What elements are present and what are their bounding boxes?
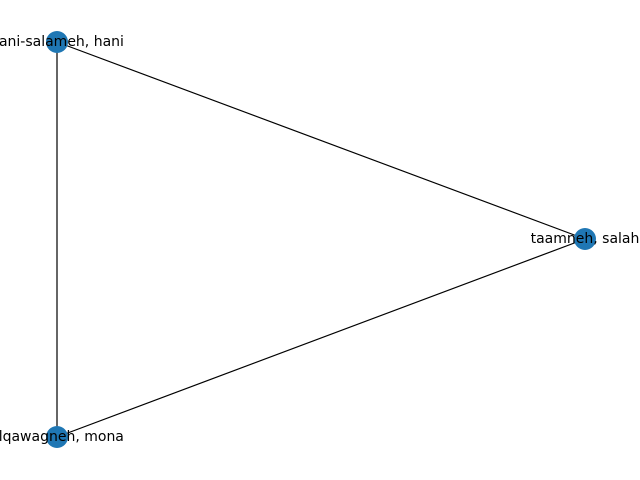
- node-label-n1: bani-salameh, hani: [0, 34, 124, 50]
- node-n1: [46, 31, 68, 53]
- node-n3: [46, 426, 68, 448]
- edge-n2-n3: [56, 238, 586, 438]
- node-label-n3: alqawagneh, mona: [0, 429, 124, 445]
- node-label-n2: taamneh, salah: [531, 231, 640, 247]
- nodes-layer: [46, 31, 596, 448]
- node-n2: [574, 228, 596, 250]
- edges-layer: [56, 41, 586, 438]
- edge-n1-n2: [56, 41, 586, 240]
- labels-layer: bani-salameh, hani taamneh, salah alqawagn…: [0, 34, 639, 445]
